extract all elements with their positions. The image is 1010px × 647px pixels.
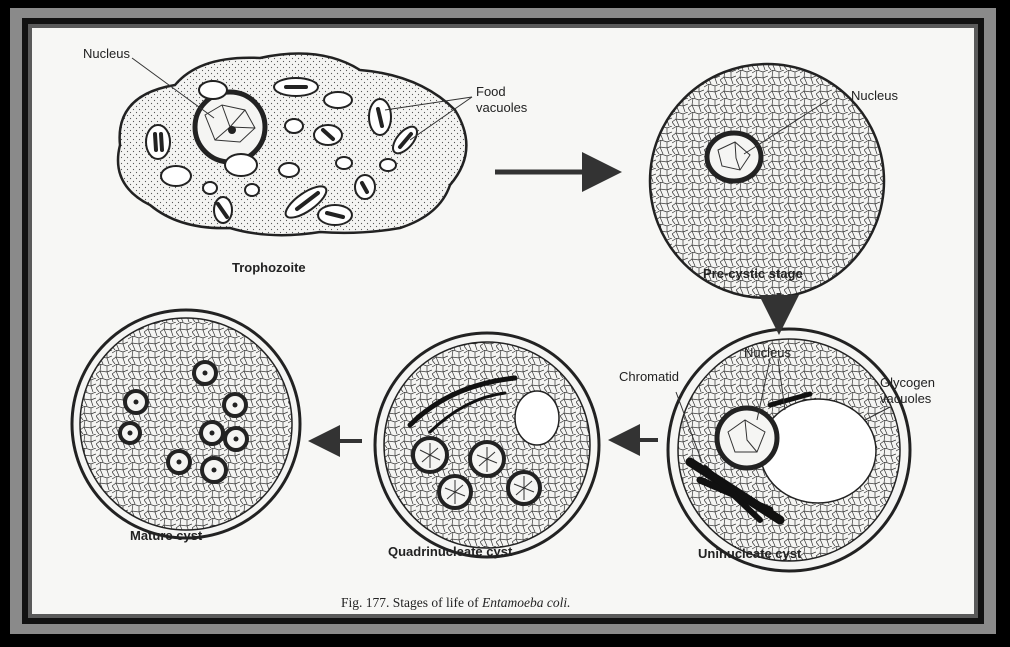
trophozoite-cell — [118, 54, 466, 236]
label-nucleus-uninucleate: Nucleus — [744, 345, 791, 360]
label-glycogen-line1: Glycogen — [880, 375, 935, 390]
quadrinucleate-cyst — [375, 333, 599, 557]
mature-cyst — [72, 310, 300, 538]
label-chromatid: Chromatid — [619, 369, 679, 384]
uninucleate-cyst — [668, 329, 910, 571]
precystic-cell — [650, 64, 884, 298]
caption-prefix: Fig. 177. Stages of life of — [341, 595, 482, 610]
label-nucleus-precystic: Nucleus — [851, 88, 898, 103]
caption-organism: Entamoeba coli. — [481, 595, 570, 610]
precystic-nucleus — [707, 133, 761, 181]
stage-label-trophozoite: Trophozoite — [232, 260, 306, 275]
label-nucleus-trophozoite: Nucleus — [83, 46, 130, 61]
label-food-vacuoles-line1: Food — [476, 84, 506, 99]
glycogen-vacuole — [760, 399, 876, 503]
figure-caption: Fig. 177. Stages of life of Entamoeba co… — [341, 595, 570, 610]
label-food-vacuoles-line2: vacuoles — [476, 100, 528, 115]
stage-label-precystic: Pre-cystic stage — [703, 266, 803, 281]
label-glycogen-line2: vacuoles — [880, 391, 932, 406]
stage-label-quadrinucleate: Quadrinucleate cyst — [388, 544, 513, 559]
stage-label-mature: Mature cyst — [130, 528, 203, 543]
stage-label-uninucleate: Uninucleate cyst — [698, 546, 802, 561]
